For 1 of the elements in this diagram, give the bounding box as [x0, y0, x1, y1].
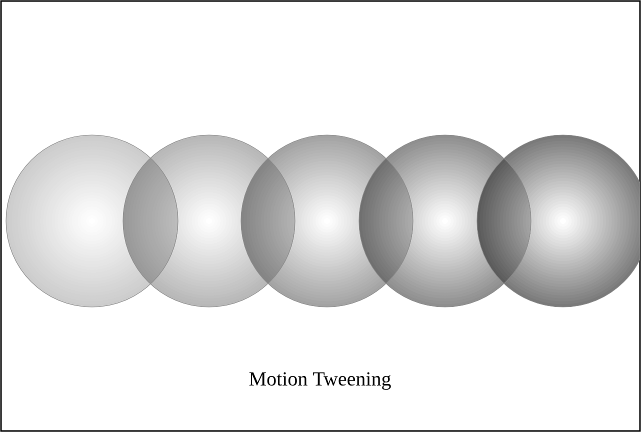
caption: Motion Tweening — [249, 372, 391, 390]
